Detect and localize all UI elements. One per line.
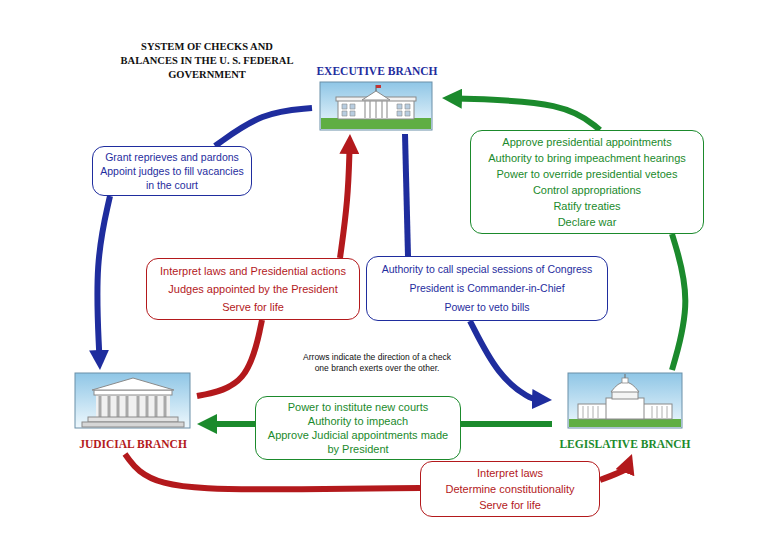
check-text: Ratify treaties bbox=[476, 198, 698, 214]
check-text: Power to override presidential vetoes bbox=[476, 166, 698, 182]
portico-pediment bbox=[362, 91, 390, 100]
lawn bbox=[569, 419, 681, 427]
entablature bbox=[94, 390, 172, 395]
check-text: Approve Judicial appointments made by Pr… bbox=[261, 428, 455, 456]
flag bbox=[376, 85, 381, 88]
court-pediment bbox=[92, 378, 174, 390]
check-arrow bbox=[600, 467, 627, 480]
branch-node: JUDICIAL BRANCH bbox=[69, 370, 197, 454]
check-text: Judges appointed by the President bbox=[152, 280, 354, 298]
capitol-icon bbox=[568, 373, 682, 428]
check-arrow bbox=[456, 98, 600, 130]
branch-node: EXECUTIVE BRANCH bbox=[312, 62, 442, 134]
check-text: Approve presidential appointments bbox=[476, 134, 698, 150]
court-columns bbox=[100, 396, 165, 417]
check-arrow bbox=[215, 108, 312, 146]
court-wall bbox=[96, 395, 170, 418]
branch-label: JUDICIAL BRANCH bbox=[69, 437, 197, 451]
check-text: Power to veto bills bbox=[372, 298, 602, 317]
icon-frame bbox=[568, 373, 682, 428]
check-text: Determine constitutionality bbox=[426, 481, 594, 497]
check-arrow bbox=[405, 134, 408, 256]
check-text: Serve for life bbox=[152, 298, 354, 316]
court-steps bbox=[82, 422, 184, 427]
check-box: Interpret lawsDetermine constitutionalit… bbox=[420, 461, 600, 517]
white-house-icon bbox=[320, 82, 432, 130]
diagram-title: SYSTEM OF CHECKS AND BALANCES IN THE U. … bbox=[112, 40, 302, 82]
check-text: Serve for life bbox=[426, 497, 594, 513]
dome-lantern bbox=[622, 378, 628, 383]
branch-label: EXECUTIVE BRANCH bbox=[312, 64, 442, 78]
check-text: Interpret laws and Presidential actions bbox=[152, 262, 354, 280]
capitol-dome bbox=[611, 382, 639, 392]
note-text: Arrows indicate the direction of a check… bbox=[302, 352, 452, 374]
supreme-court-icon bbox=[75, 373, 190, 428]
check-arrow bbox=[97, 196, 110, 356]
icon-frame bbox=[320, 82, 432, 130]
check-text: Authority to bring impeachment hearings bbox=[476, 150, 698, 166]
check-text: Grant reprieves and pardons bbox=[98, 150, 246, 164]
capitol-center bbox=[606, 398, 644, 419]
icon-frame bbox=[75, 373, 190, 428]
windows bbox=[342, 104, 410, 116]
check-box: Authority to call special sessions of Co… bbox=[366, 256, 608, 321]
lawn bbox=[321, 118, 431, 129]
check-text: President is Commander-in-Chief bbox=[372, 279, 602, 298]
check-box: Grant reprieves and pardonsAppoint judge… bbox=[92, 146, 252, 196]
court-steps bbox=[88, 417, 178, 422]
check-text: Authority to call special sessions of Co… bbox=[372, 260, 602, 279]
check-arrow bbox=[340, 148, 350, 258]
check-text: Declare war bbox=[476, 214, 698, 230]
check-box: Approve presidential appointmentsAuthori… bbox=[470, 130, 704, 234]
house-body bbox=[338, 100, 414, 119]
check-text: Appoint judges to fill vacancies in the … bbox=[98, 164, 246, 192]
check-text: Power to institute new courts bbox=[261, 400, 455, 414]
check-text: Interpret laws bbox=[426, 465, 594, 481]
portico-columns bbox=[365, 101, 387, 118]
check-arrow bbox=[211, 421, 255, 427]
check-text: Authority to impeach bbox=[261, 414, 455, 428]
statue bbox=[624, 374, 625, 378]
check-arrow bbox=[197, 320, 262, 396]
branch-label: LEGISLATIVE BRANCH bbox=[552, 437, 698, 451]
check-arrow bbox=[470, 321, 538, 399]
check-arrow bbox=[672, 234, 685, 370]
check-arrow bbox=[461, 421, 552, 427]
check-box: Power to institute new courtsAuthority t… bbox=[255, 396, 461, 460]
check-box: Interpret laws and Presidential actionsJ… bbox=[146, 258, 360, 320]
branch-node: LEGISLATIVE BRANCH bbox=[552, 370, 698, 454]
check-text: Control appropriations bbox=[476, 182, 698, 198]
